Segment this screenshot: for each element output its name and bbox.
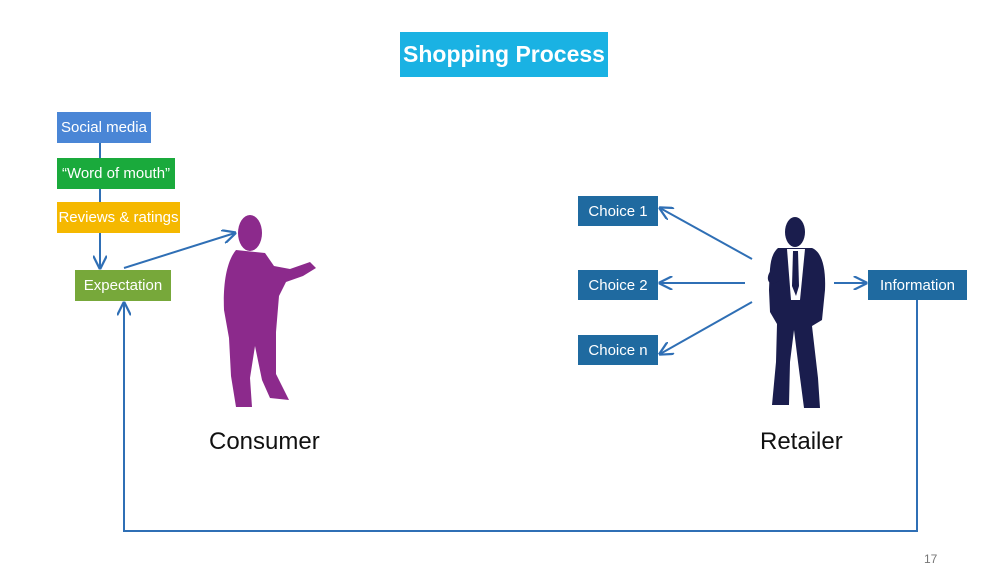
- arrow-retailer-to-choice-1: [660, 208, 753, 260]
- arrow-expectation-to-consumer: [123, 233, 235, 269]
- choice-n-box: Choice n: [578, 335, 658, 365]
- choice-2-box: Choice 2: [578, 270, 658, 300]
- retailer-label: Retailer: [760, 428, 843, 455]
- arrow-retailer-to-choice-n: [660, 301, 753, 354]
- social-media-box: Social media: [57, 112, 151, 143]
- consumer-label: Consumer: [209, 428, 320, 455]
- information-box: Information: [868, 270, 967, 300]
- diagram-title: Shopping Process: [400, 32, 608, 77]
- page-number: 17: [924, 552, 938, 566]
- arrow-information-to-expectation: [124, 300, 918, 532]
- reviews-ratings-box: Reviews & ratings: [57, 202, 180, 233]
- choice-1-box: Choice 1: [578, 196, 658, 226]
- word-of-mouth-box: “Word of mouth”: [57, 158, 175, 189]
- expectation-box: Expectation: [75, 270, 171, 301]
